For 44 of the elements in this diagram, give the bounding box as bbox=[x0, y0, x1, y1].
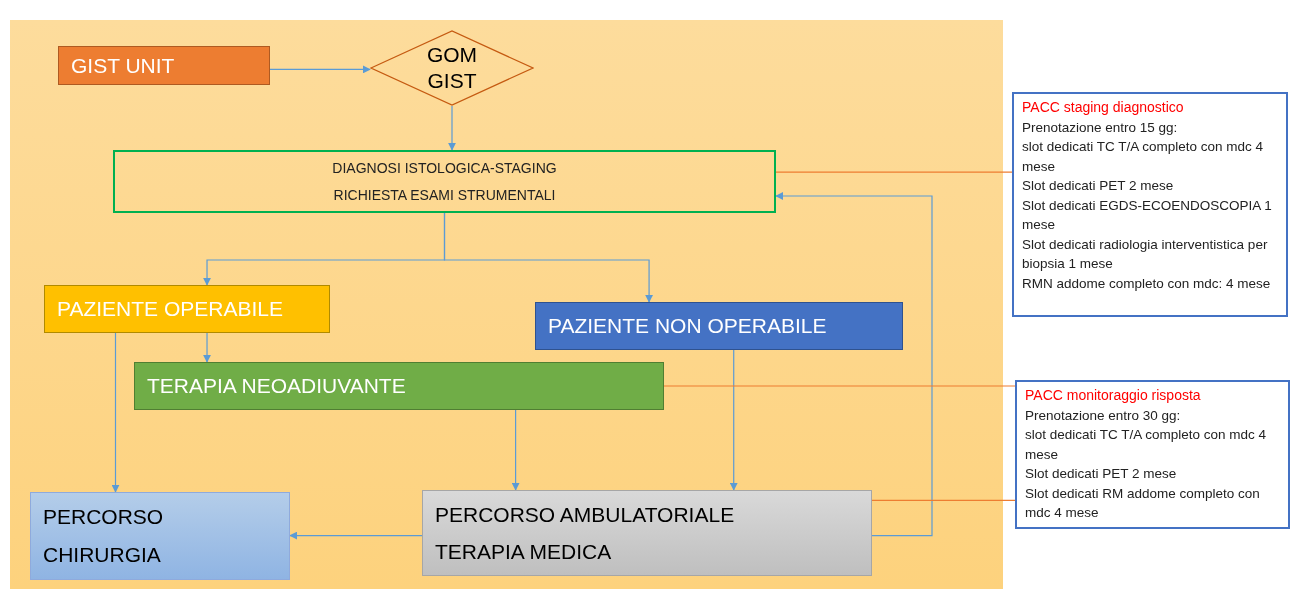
connector-line bbox=[871, 499, 1016, 501]
process-box bbox=[30, 492, 290, 580]
node-label: Slot dedicati radiologia interventistica per biopsia 1 mese bbox=[1022, 235, 1269, 273]
node-label: slot dedicati TC T/A completo con mdc 4 mese bbox=[1022, 138, 1265, 176]
arrow bbox=[775, 192, 933, 537]
process-box bbox=[422, 490, 872, 576]
node-label: TERAPIA MEDICA bbox=[435, 539, 613, 565]
arrow bbox=[269, 65, 371, 74]
node-label: PERCORSO AMBULATORIALE bbox=[435, 501, 736, 528]
process-box bbox=[134, 362, 664, 410]
node-label: PAZIENTE NON OPERABILE bbox=[548, 313, 827, 340]
node-label: GIST UNIT bbox=[71, 52, 175, 79]
arrow bbox=[111, 332, 120, 493]
arrow bbox=[448, 105, 456, 151]
node-label: GOM GIST bbox=[425, 41, 479, 94]
arrow bbox=[203, 332, 211, 363]
node-label: RICHIESTA ESAMI STRUMENTALI bbox=[333, 185, 556, 205]
node-label: Slot dedicati PET 2 mese bbox=[1025, 465, 1178, 483]
note-title: PACC monitoraggio risposta bbox=[1025, 386, 1202, 405]
node-label: PAZIENTE OPERABILE bbox=[57, 296, 283, 323]
node-label: PERCORSO CHIRURGIA bbox=[43, 504, 165, 568]
node-label: DIAGNOSI ISTOLOGICA-STAGING bbox=[332, 158, 557, 178]
process-box bbox=[535, 302, 903, 350]
node-label: TERAPIA NEOADIUVANTE bbox=[147, 373, 406, 400]
arrow bbox=[289, 531, 423, 540]
note-title: PACC staging diagnostico bbox=[1022, 98, 1185, 117]
note-box bbox=[1015, 380, 1290, 529]
node-label: Slot dedicati RM addome completo con mdc 4 mese bbox=[1025, 484, 1261, 522]
arrow bbox=[443, 212, 654, 303]
decision-diamond bbox=[370, 30, 534, 106]
arrow bbox=[511, 409, 520, 491]
note-box bbox=[1012, 92, 1288, 317]
process-box bbox=[44, 285, 330, 333]
node-label: Slot dedicati PET 2 mese bbox=[1022, 177, 1175, 195]
node-label: RMN addome completo con mdc: 4 mese bbox=[1022, 274, 1272, 293]
connector-line bbox=[663, 385, 1016, 387]
arrow bbox=[729, 349, 738, 491]
node-label: slot dedicati TC T/A completo con mdc 4 mese bbox=[1025, 426, 1268, 464]
process-box bbox=[113, 150, 776, 213]
node-label: Prenotazione entro 15 gg: bbox=[1022, 118, 1179, 137]
connector-line bbox=[775, 171, 1013, 173]
node-label: Prenotazione entro 30 gg: bbox=[1025, 406, 1182, 425]
node-label: Slot dedicati EGDS-ECOENDOSCOPIA 1 mese bbox=[1022, 196, 1273, 234]
process-box bbox=[58, 46, 270, 85]
